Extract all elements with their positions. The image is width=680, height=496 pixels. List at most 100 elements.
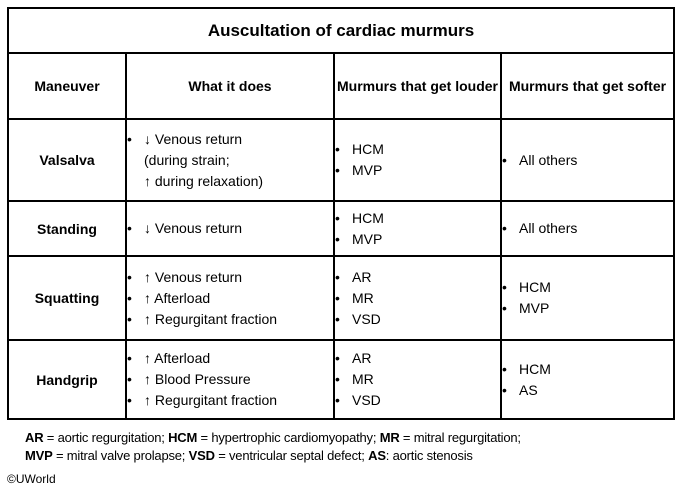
list-item: • AR [335, 348, 500, 369]
list-item: •↑ Regurgitant fraction [127, 390, 333, 411]
list-item: •AS [502, 380, 673, 401]
bullet-icon: • [335, 230, 340, 247]
list-item: • HCM [502, 277, 673, 298]
table-row-handgrip: Handgrip • ↑ Afterload • ↑ Blood Pressure … [7, 339, 676, 420]
murmurs-softer-list: • All others [502, 218, 673, 239]
abbr-definition: : aortic stenosis [385, 448, 473, 463]
abbr-definition: = ventricular septal defect; [214, 448, 369, 463]
murmurs-louder-list: • HCM • MVP [335, 139, 500, 181]
list-item: • All others [502, 218, 673, 239]
maneuver-name: Standing [7, 200, 127, 257]
footnote-line-1: AR = aortic regurgitation; HCM = hypertr… [25, 429, 680, 447]
list-item-text: ↑ Blood Pressure [144, 371, 251, 387]
what-it-does-list: • ↑ Afterload • ↑ Blood Pressure •↑ Regurg… [127, 348, 333, 411]
abbr-label: MR [379, 430, 400, 445]
list-item-text: AR [352, 268, 372, 285]
bullet-icon: • [335, 209, 340, 226]
murmurs-softer-cell: • All others [499, 200, 676, 257]
list-item: •HCM [502, 359, 673, 380]
abbreviation-footnote: AR = aortic regurgitation; HCM = hypertr… [25, 429, 680, 465]
what-it-does-cell: •↓ Venous return (during strain; ↑ durin… [125, 118, 335, 202]
bullet-icon: • [127, 350, 132, 366]
abbr-label: VSD [188, 448, 215, 463]
what-it-does-list: •↓ Venous return (during strain; ↑ durin… [127, 129, 333, 192]
title-row: Auscultation of cardiac murmurs [6, 7, 676, 54]
bullet-icon: • [502, 279, 507, 295]
header-row: Maneuver What it does Murmurs that get l… [7, 52, 676, 120]
table-row-standing: Standing •↓ Venous return •HCM •MVP •All… [7, 200, 676, 257]
list-item: •MR [335, 369, 500, 390]
murmurs-louder-cell: • HCM • MVP [333, 118, 502, 202]
list-item-text: HCM [519, 360, 551, 377]
list-item: • MR [335, 288, 500, 309]
bullet-icon: • [335, 350, 340, 366]
list-item-text: All others [519, 220, 578, 236]
list-item-text: HCM [519, 279, 551, 295]
murmurs-softer-cell: •HCM •AS [499, 339, 676, 420]
maneuver-name: Squatting [7, 255, 127, 341]
murmurs-softer-list: •HCM •AS [502, 359, 673, 401]
bullet-icon: • [335, 289, 340, 306]
bullet-icon: • [127, 220, 132, 236]
list-item: • ↑ Afterload [127, 348, 333, 369]
bullet-icon: • [335, 310, 340, 327]
table-title: Auscultation of cardiac murmurs [6, 7, 676, 54]
murmurs-louder-list: • AR •MR •VSD [335, 348, 500, 411]
list-item-text: ↑ Venous return [144, 268, 243, 285]
what-it-does-list: • ↓ Venous return [127, 218, 333, 239]
list-item: •MVP [502, 298, 673, 319]
list-item: •All others [502, 150, 673, 171]
bullet-icon: • [127, 268, 132, 285]
bullet-icon: • [127, 371, 132, 387]
murmurs-softer-cell: •All others [499, 118, 676, 202]
what-it-does-cell: • ↑ Afterload • ↑ Blood Pressure •↑ Regurg… [125, 339, 335, 420]
murmurs-louder-cell: •AR • MR • VSD [333, 255, 502, 341]
list-item-text: ↑ Afterload [144, 350, 211, 366]
murmurs-softer-list: •All others [502, 150, 673, 171]
column-header-what-it-does: What it does [125, 52, 335, 120]
abbr-definition: = mitral valve prolapse; [52, 448, 189, 463]
column-header-murmurs-softer: Murmurs that get softer [499, 52, 676, 120]
list-item: •↓ Venous return (during strain; ↑ durin… [127, 129, 333, 192]
bullet-icon: • [335, 162, 340, 178]
bullet-icon: • [502, 300, 507, 316]
list-item-text: MR [352, 289, 374, 306]
murmurs-louder-list: •HCM •MVP [335, 208, 500, 250]
bullet-icon: • [335, 141, 340, 157]
list-item-text: MVP [352, 162, 383, 178]
list-item-text: HCM [352, 141, 384, 157]
list-item-text: HCM [352, 209, 384, 226]
auscultation-table: Auscultation of cardiac murmurs Maneuver… [6, 7, 676, 420]
list-item-text: ↑ Regurgitant fraction [144, 310, 278, 327]
murmurs-louder-cell: •HCM •MVP [333, 200, 502, 257]
bullet-icon: • [502, 220, 507, 236]
abbr-definition: = hypertrophic cardiomyopathy; [197, 430, 380, 445]
maneuver-name: Valsalva [7, 118, 127, 202]
list-item-text: VSD [352, 310, 381, 327]
list-item: •↑ Afterload [127, 288, 333, 309]
bullet-icon: • [127, 310, 132, 327]
abbr-label: MVP [25, 448, 53, 463]
list-item: • ↓ Venous return [127, 218, 333, 239]
list-item-text: AS [519, 381, 538, 398]
maneuver-name: Handgrip [7, 339, 127, 420]
footnote-line-2: MVP = mitral valve prolapse; VSD = ventr… [25, 447, 680, 465]
table-row-squatting: Squatting • ↑ Venous return •↑ Afterload … [7, 255, 676, 341]
list-item-text: ↓ Venous return [144, 220, 243, 236]
copyright-notice: ©UWorld [7, 472, 56, 486]
list-item: • VSD [335, 309, 500, 330]
bullet-icon: • [335, 371, 340, 387]
abbr-label: HCM [168, 430, 198, 445]
bullet-icon: • [127, 392, 132, 408]
murmurs-louder-cell: • AR •MR •VSD [333, 339, 502, 420]
list-item: •VSD [335, 390, 500, 411]
what-it-does-cell: • ↑ Venous return •↑ Afterload • ↑ Regurgi… [125, 255, 335, 341]
list-item-text: AR [352, 350, 372, 366]
bullet-icon: • [127, 289, 132, 306]
bullet-icon: • [502, 151, 507, 168]
list-item: • MVP [335, 160, 500, 181]
list-item: •AR [335, 267, 500, 288]
list-item: • HCM [335, 208, 500, 229]
abbr-label: AS [368, 448, 386, 463]
